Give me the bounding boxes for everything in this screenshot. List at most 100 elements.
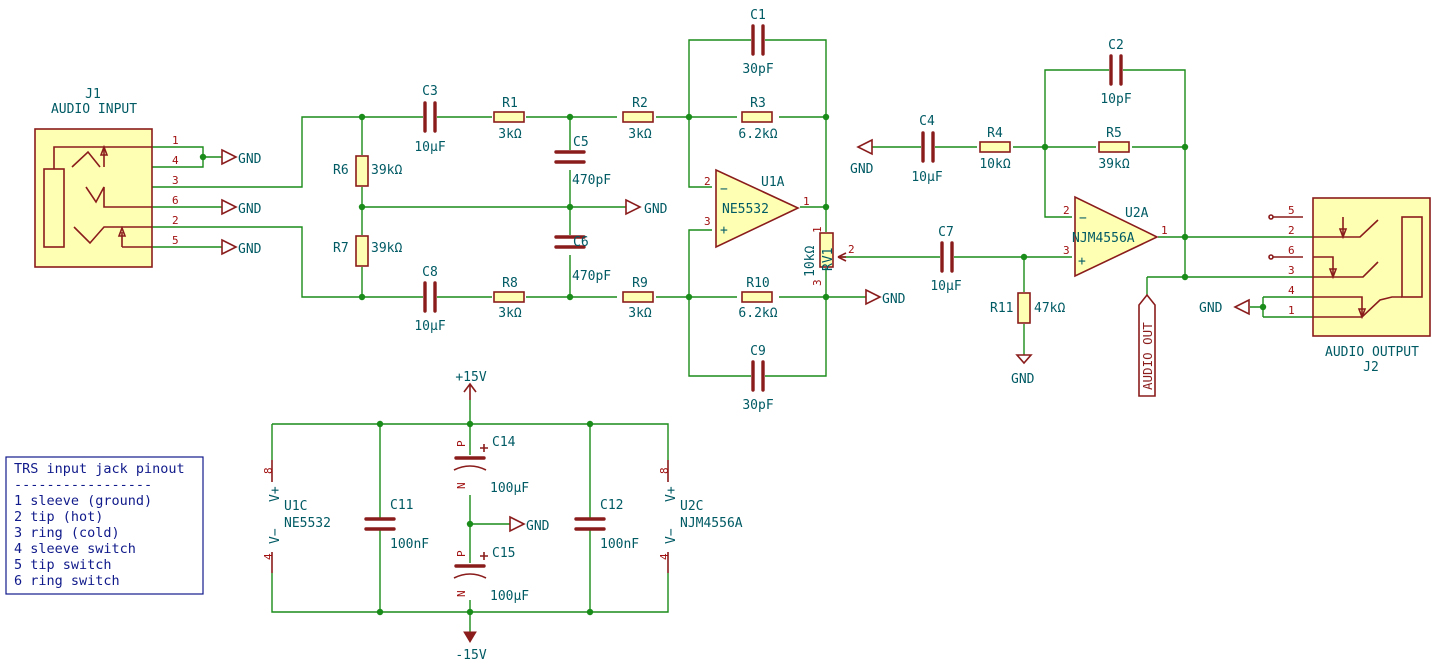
c6-value: 470pF: [572, 269, 611, 284]
note-line: 5 tip switch: [14, 557, 112, 573]
u2c-vminus: V−: [664, 528, 679, 544]
capacitor-c9[interactable]: C9 30pF: [740, 344, 774, 413]
u1a-ref: U1A: [761, 175, 785, 190]
capacitor-c15-polarized[interactable]: P N C15 100µF: [453, 546, 529, 604]
c9-ref: C9: [750, 344, 766, 359]
capacitor-c14-polarized[interactable]: P N C14 100µF: [453, 435, 529, 496]
u2c-pin-8: 8: [658, 467, 671, 474]
u2a-pin-2: 2: [1063, 204, 1070, 217]
audio-out-net-label[interactable]: AUDIO_OUT: [1138, 293, 1156, 397]
j1-pin-label: 2: [172, 214, 179, 227]
capacitor-c1[interactable]: C1 30pF: [740, 8, 774, 77]
resistor-r1[interactable]: R1 3kΩ: [493, 96, 525, 142]
junction-dot: [685, 293, 693, 301]
resistor-r2[interactable]: R2 3kΩ: [622, 96, 654, 142]
capacitor-c6[interactable]: C6 470pF: [554, 235, 611, 284]
c12-ref: C12: [600, 498, 623, 513]
r9-ref: R9: [632, 276, 648, 291]
j1-ref: J1: [85, 87, 101, 102]
capacitor-c12[interactable]: C12 100nF: [574, 498, 639, 552]
c12-value: 100nF: [600, 537, 639, 552]
rv1-pin-3: 3: [811, 279, 824, 286]
r8-value: 3kΩ: [498, 306, 522, 321]
j1-pin-label: 5: [172, 234, 179, 247]
c4-ref: C4: [919, 114, 935, 129]
junction-dot: [566, 113, 574, 121]
capacitor-c5[interactable]: C5 470pF: [554, 135, 611, 188]
r3-ref: R3: [750, 96, 766, 111]
capacitor-c8[interactable]: C8 10µF: [405, 265, 452, 334]
r10-ref: R10: [746, 276, 769, 291]
u2a-pin-1: 1: [1161, 224, 1168, 237]
opamp-power-unit-u2c[interactable]: 8 4 V+ V− U2C NJM4556A: [658, 460, 743, 573]
j2-pin-label: 6: [1288, 244, 1295, 257]
resistor-r3[interactable]: R3 6.2kΩ: [738, 96, 777, 142]
j1-value: AUDIO INPUT: [51, 102, 137, 117]
c15-pin-p: P: [455, 550, 468, 557]
opamp-u1a[interactable]: − + 2 3 1 U1A NE5532: [704, 168, 810, 249]
u1c-value: NE5532: [284, 516, 331, 531]
junction-dot: [199, 153, 207, 161]
junction-dot: [466, 420, 474, 428]
gnd-label: GND: [850, 162, 874, 177]
resistor-r6[interactable]: R6 39kΩ: [333, 155, 402, 187]
gnd-symbol-power: GND: [509, 515, 550, 534]
u1c-pin-4: 4: [262, 553, 275, 560]
j1-pin-label: 6: [172, 194, 179, 207]
resistor-r9[interactable]: R9 3kΩ: [622, 276, 654, 321]
junction-dot: [358, 293, 366, 301]
junction-dot: [566, 293, 574, 301]
u2c-ref: U2C: [680, 499, 703, 514]
power-symbol-minus15v: -15V: [455, 631, 487, 663]
junction-dot: [1259, 303, 1267, 311]
r5-value: 39kΩ: [1098, 157, 1129, 172]
capacitor-c11[interactable]: C11 100nF: [364, 498, 429, 552]
potentiometer-rv1[interactable]: 1 2 3 RV1 10kΩ: [803, 226, 855, 286]
j2-ref: J2: [1363, 360, 1379, 375]
u1a-pin-1: 1: [803, 195, 810, 208]
opamp-u2a[interactable]: − + 2 3 1 U2A NJM4556A: [1063, 195, 1168, 278]
capacitor-c4[interactable]: C4 10µF: [910, 114, 946, 185]
minus15v-label: -15V: [455, 648, 486, 663]
gnd-label: GND: [526, 519, 550, 534]
gnd-label: GND: [238, 242, 262, 257]
junction-dot: [586, 420, 594, 428]
resistor-r8[interactable]: R8 3kΩ: [493, 276, 525, 321]
r1-ref: R1: [502, 96, 518, 111]
resistor-r11[interactable]: R11 47kΩ: [990, 292, 1065, 324]
power-symbol-plus15v: +15V: [455, 370, 487, 400]
junction-dot: [1041, 143, 1049, 151]
r6-ref: R6: [333, 163, 349, 178]
capacitor-c3[interactable]: C3 10µF: [405, 84, 452, 155]
junction-dot: [466, 608, 474, 616]
c4-value: 10µF: [911, 170, 942, 185]
u2a-plus: +: [1078, 254, 1086, 269]
c11-ref: C11: [390, 498, 413, 513]
r1-value: 3kΩ: [498, 127, 522, 142]
j1-pin-label: 4: [172, 154, 179, 167]
resistor-r5[interactable]: R5 39kΩ: [1098, 126, 1130, 172]
c3-value: 10µF: [414, 140, 445, 155]
resistor-r7[interactable]: R7 39kΩ: [333, 235, 402, 267]
capacitor-c2[interactable]: C2 10pF: [1098, 38, 1132, 107]
u1a-minus: −: [720, 182, 728, 197]
u2a-minus: −: [1079, 211, 1087, 226]
opamp-power-unit-u1c[interactable]: 8 4 V+ V− U1C NE5532: [262, 460, 331, 573]
j1-audio-input-jack[interactable]: J1 AUDIO INPUT 1 4 3 6 2 5: [34, 87, 179, 268]
c6-ref: C6: [573, 235, 589, 250]
gnd-label: GND: [1199, 301, 1223, 316]
junction-dot: [822, 113, 830, 121]
c14-ref: C14: [492, 435, 516, 450]
junction-dot: [376, 608, 384, 616]
gnd-symbol-mid: GND: [625, 198, 668, 217]
resistor-r10[interactable]: R10 6.2kΩ: [738, 276, 777, 321]
c5-ref: C5: [573, 135, 589, 150]
capacitor-c7[interactable]: C7 10µF: [930, 225, 968, 294]
gnd-label: GND: [238, 202, 262, 217]
junction-dot: [822, 293, 830, 301]
resistor-r4[interactable]: R4 10kΩ: [979, 126, 1011, 172]
note-title: TRS input jack pinout: [14, 461, 185, 477]
junction-dot: [1181, 143, 1189, 151]
j2-audio-output-jack[interactable]: 5 2 6 3 4 1 AUDIO OUTPUT J2: [1268, 197, 1431, 375]
rv1-pin-2: 2: [848, 243, 855, 256]
